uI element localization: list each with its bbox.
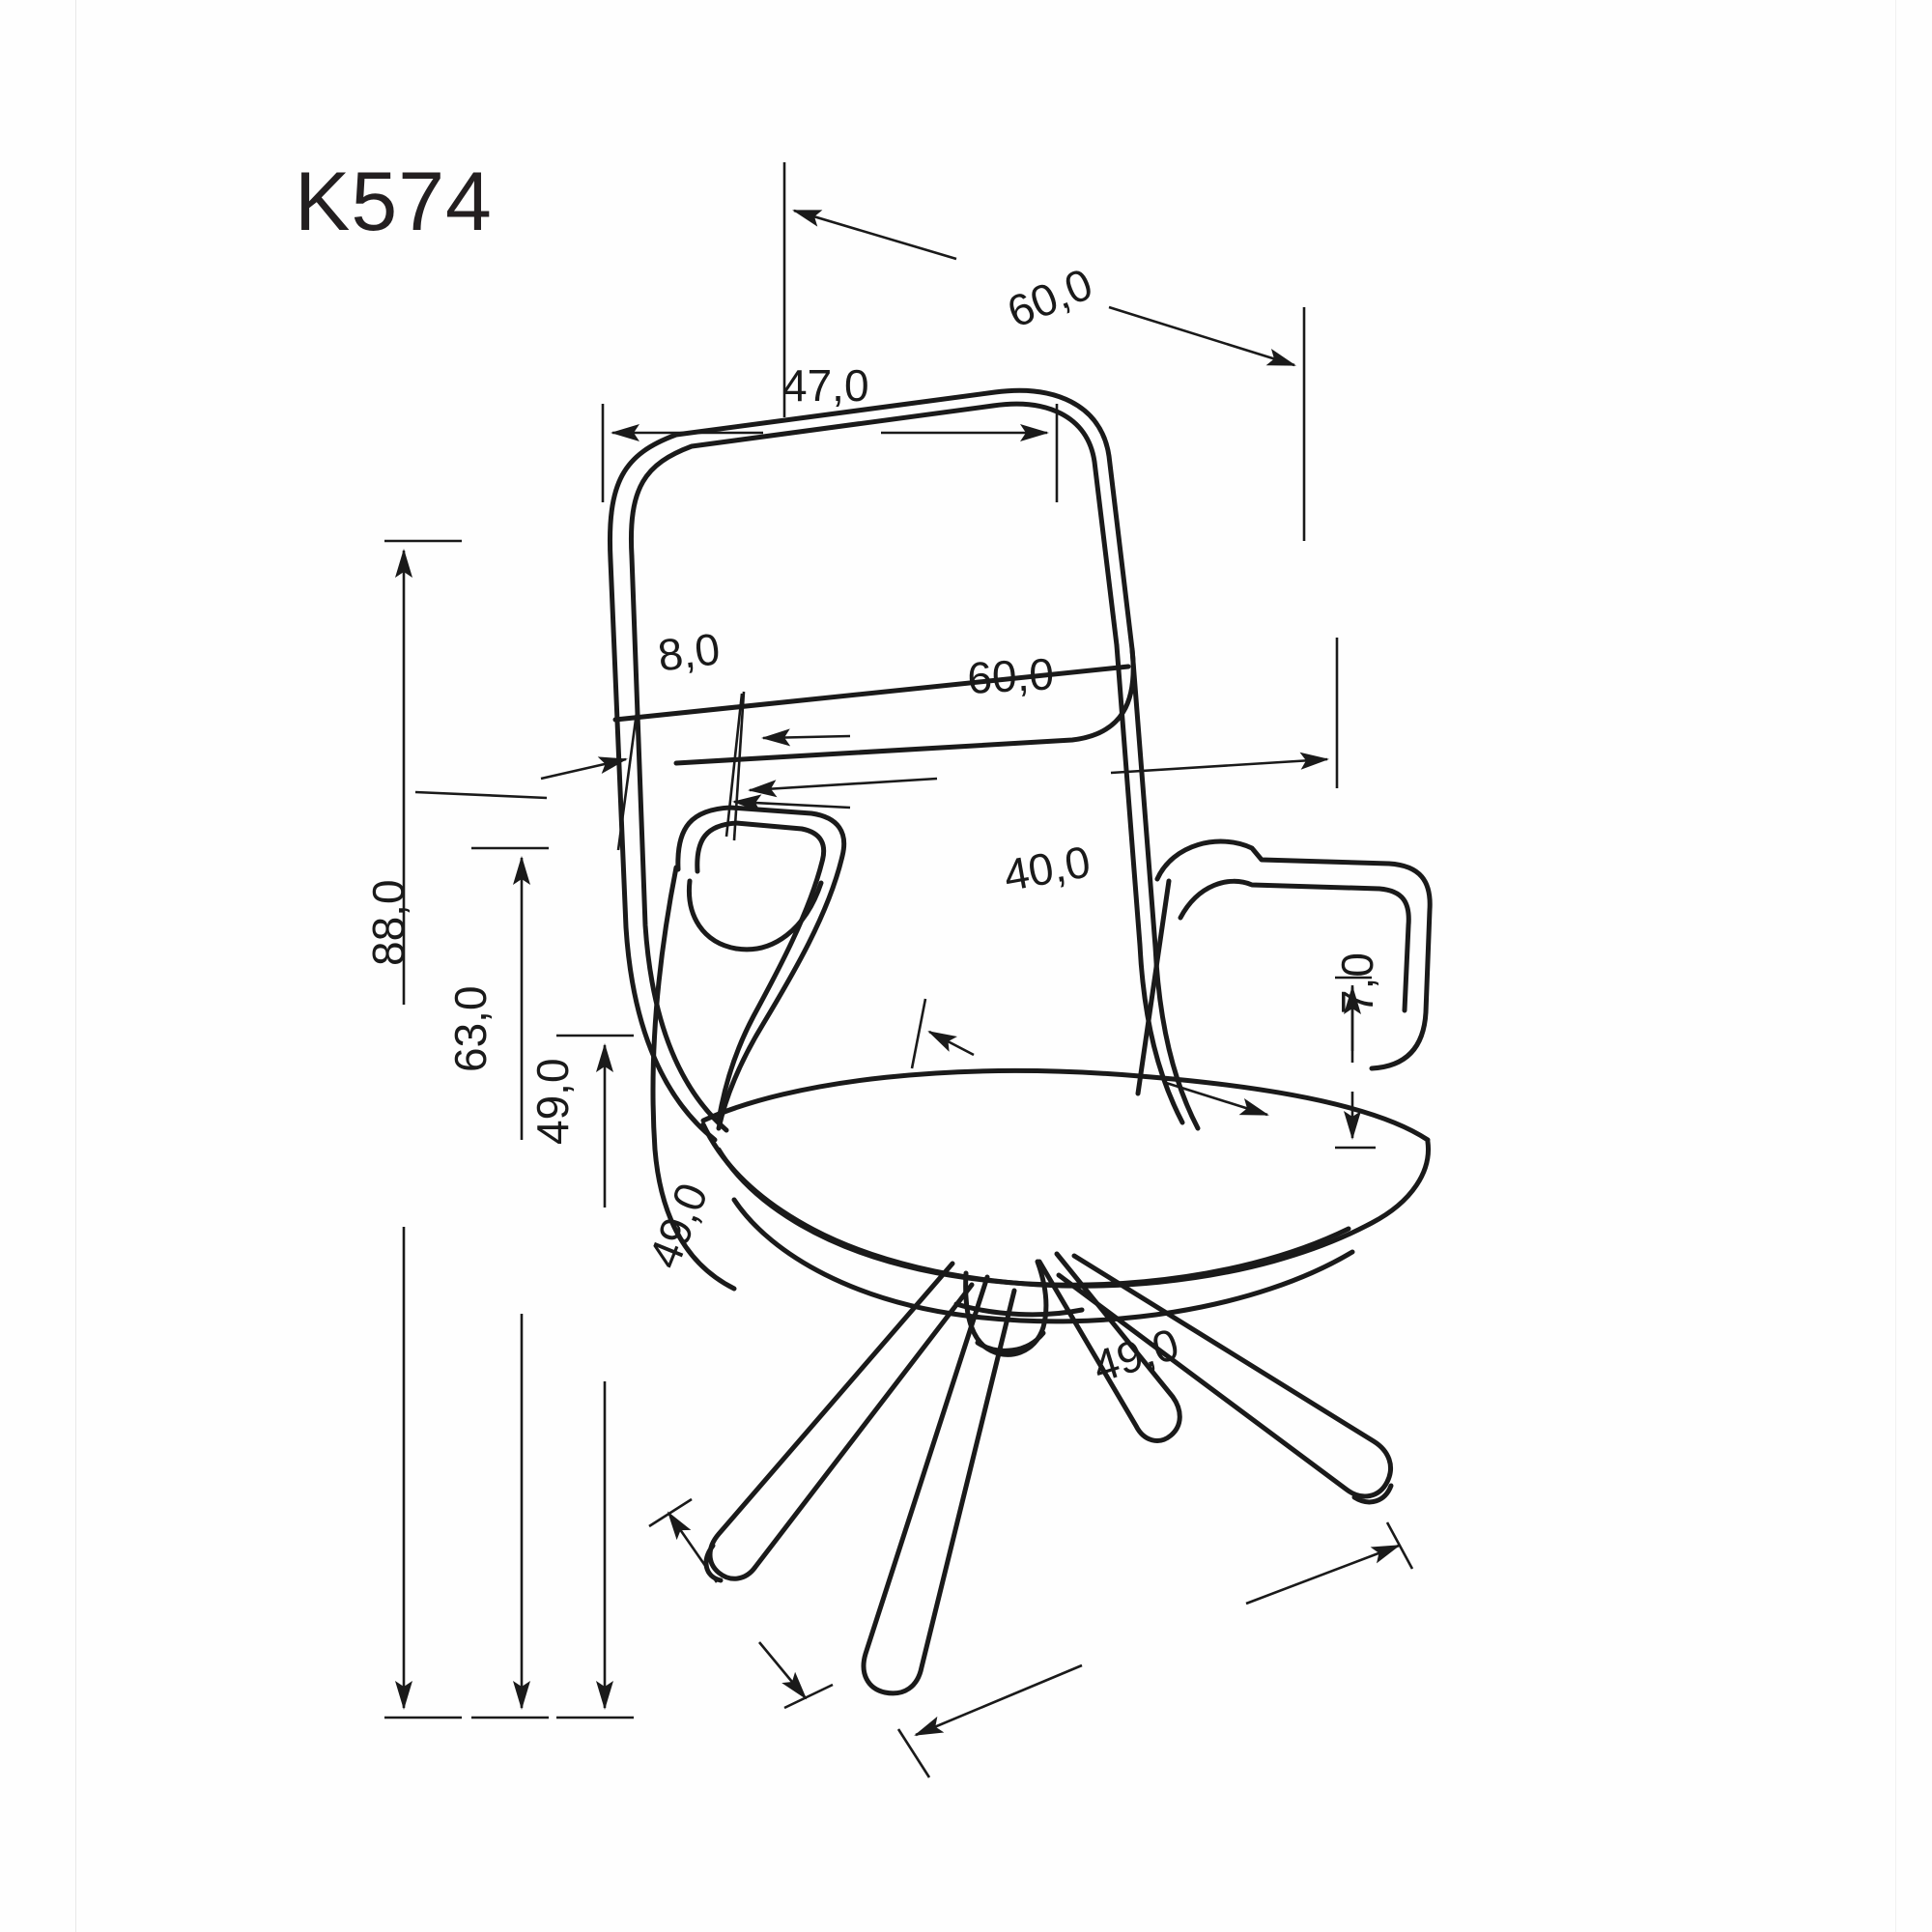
armrest-left-loop [686, 878, 824, 952]
leg-front-right [1056, 1253, 1393, 1499]
ext-8-leader-line [414, 790, 548, 800]
dim-top-60-a [792, 209, 957, 261]
dim-49d-b [757, 1641, 808, 1700]
armrest-right-outer [1154, 838, 1433, 1071]
ext-49d-bot [783, 1683, 834, 1710]
sheet-left-border [75, 0, 76, 1932]
backrest-inner [628, 401, 1120, 648]
dimension-label-backrest-height: 63,0 [445, 985, 496, 1072]
dimension-label-armrest-offset: 8,0 [655, 623, 723, 681]
backrest-left-edge-2 [629, 554, 729, 1133]
dim-40-b [1162, 1080, 1269, 1117]
ext-mid60-left [732, 691, 746, 841]
leg-back-left [707, 1261, 975, 1581]
seat-top-surface [700, 1068, 1431, 1143]
leg-front-left [861, 1274, 1017, 1696]
ext-49b-left [896, 1728, 931, 1778]
ext-40-left [910, 998, 927, 1069]
backrest-seam [612, 664, 1131, 723]
base-hub [963, 1259, 1049, 1357]
leg-back-right [1037, 1251, 1182, 1443]
dim-49d-a [667, 1511, 719, 1583]
dim-top-60-b [1108, 305, 1296, 367]
base-hub-collar [975, 1330, 1046, 1353]
ext-8-left [616, 704, 639, 851]
armrest-left-support [650, 865, 737, 1292]
armrest-left-inner [695, 820, 827, 1123]
chair-body [607, 387, 1433, 1324]
dim-8-b [732, 794, 851, 812]
armrest-left-outer [675, 805, 847, 1131]
dimension-label-backrest-width: 47,0 [782, 360, 869, 411]
dimension-label-overall-height: 88,0 [363, 879, 413, 966]
leg-foot-front-right [1351, 1483, 1394, 1505]
dim-mid60-a [748, 777, 938, 798]
ext-8-right [724, 693, 744, 838]
sheet-right-border [1895, 0, 1896, 1932]
page-title: K574 [295, 156, 493, 248]
dim-8-a [540, 756, 628, 781]
armrest-right-stem [1135, 878, 1172, 1096]
chair-base [703, 1251, 1394, 1696]
backrest-right-edge-2 [1114, 642, 1185, 1125]
seat-front-edge-inner [716, 1147, 1351, 1288]
dimension-label-seat-height: 49,0 [527, 1058, 578, 1145]
dim-mid60-b [1110, 752, 1329, 775]
dim-40-a [927, 1030, 975, 1057]
dim-49b-a [914, 1663, 1083, 1737]
dimension-lines [384, 162, 1414, 1778]
seat-underside [731, 1197, 1355, 1324]
ext-49d-top [648, 1497, 693, 1528]
dim-8-leader-top [761, 728, 851, 747]
dimension-label-cushion-thickness: 7,0 [1332, 952, 1382, 1014]
armrest-right-inner [1178, 878, 1411, 1013]
dim-49b-b [1245, 1544, 1401, 1605]
dimension-label-overall-width: 60,0 [966, 648, 1056, 703]
ext-49b-right [1385, 1521, 1414, 1570]
